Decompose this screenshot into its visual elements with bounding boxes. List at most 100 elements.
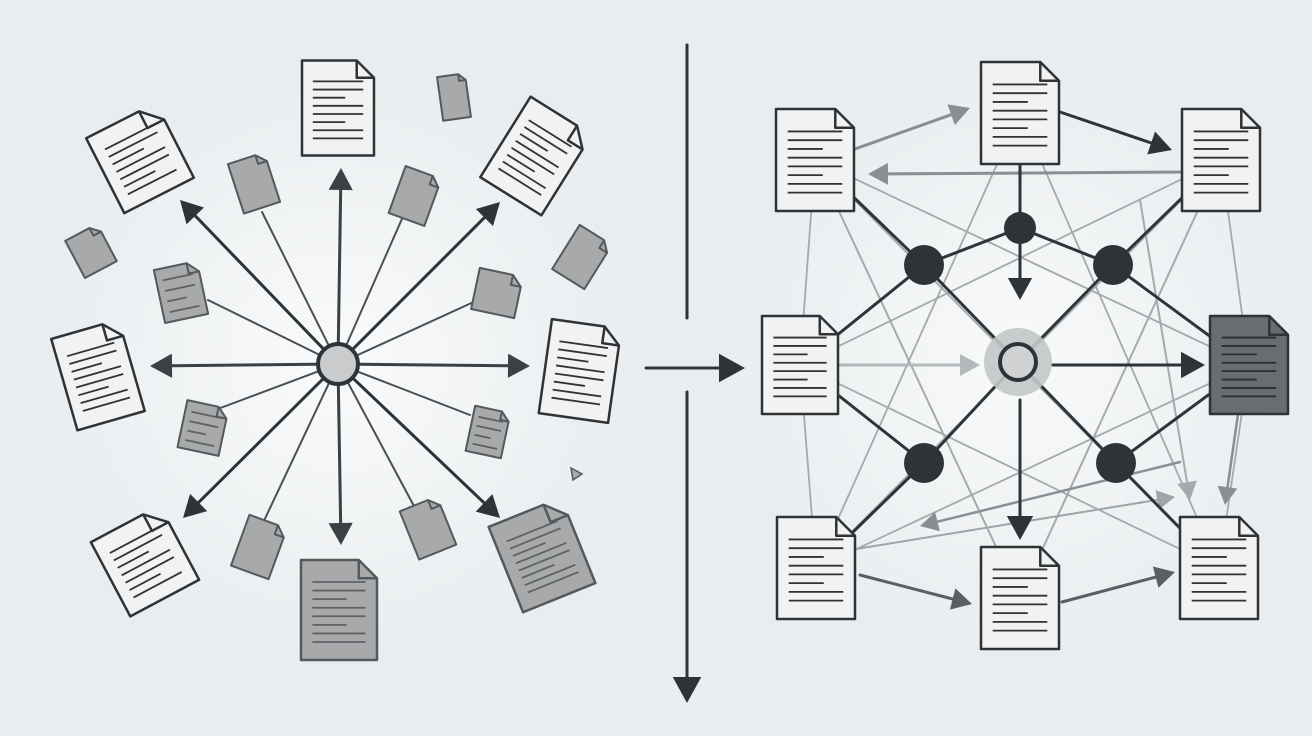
right-main-arrow-head [1006,516,1034,540]
left-document-icon-sheet [152,262,210,324]
left-document-icon-text-line [554,372,604,382]
left-document-icon-text-line [129,572,161,591]
left-document-icon-text-line [125,556,175,584]
left-document-icon-text-line [476,424,502,432]
left-document-icon [152,262,210,324]
left-spoke-arrow-head [328,522,353,545]
left-document-icon-sheet [299,558,379,662]
left-document-icon-sheet [176,399,228,457]
left-spoke-arrow-head [507,353,530,378]
left-document-icon-text-line [189,420,219,429]
right-link-arrow [1139,199,1189,484]
left-document-icon [176,399,228,457]
left-fragment-icon [570,466,584,482]
right-document-icon-highlighted-fold [1268,316,1288,336]
right-relay-node [904,245,944,285]
left-document-icon-fold [426,499,441,510]
left-document-icon [299,558,379,662]
left-spoke-arrow-head [475,494,500,518]
right-document-icon-fold [1240,109,1260,129]
right-document-icon-sheet [979,60,1061,166]
left-document-icon-sheet [300,59,376,157]
left-document-icon-text-line [187,429,207,436]
right-mesh-line [814,159,1021,599]
left-document-icon-text-line [515,541,567,565]
right-main-arrow-head [1007,278,1033,300]
right-mesh-line [1019,159,1222,599]
right-document-icon-fold [834,109,854,129]
left-document-icon-text-line [506,153,536,173]
left-document-icon-text-line [528,119,572,148]
left-document-icon-sheet [84,110,196,215]
left-document-icon-text-line [108,131,158,158]
left-document-icon [84,110,196,215]
left-document-icon-text-line [557,356,589,363]
left-document-icon-sheet [398,498,458,561]
right-link-arrow-head [1217,485,1238,505]
left-document-icon-fold [357,560,377,580]
left-spoke-arrow-head [475,202,500,227]
left-document-icon [64,227,118,279]
right-link-arrow [936,460,1182,523]
left-document-icon-fold [428,175,439,189]
left-spoke-line [357,370,471,416]
left-document-icon-text-line [509,527,561,550]
right-relay-node [1004,212,1036,244]
left-document-icon-sheet [487,503,597,614]
left-spoke-arrow-head [183,493,208,518]
right-document-icon-highlighted [1208,314,1290,416]
left-document-icon-text-line [133,571,183,599]
right-document-icon-fold [1039,62,1059,82]
document-layer [50,59,1290,662]
right-link-arrow-head [1177,480,1197,500]
right-link-arrow [849,498,1159,551]
right-document-icon-sheet [979,545,1061,651]
left-document-icon-sheet [229,513,285,581]
left-spoke-line [207,299,320,356]
right-document-icon-sheet [760,314,840,416]
right-link-arrow [886,170,1192,176]
left-document-icon-text-line [71,362,103,373]
left-document-icon-fold [273,524,285,539]
left-document-icon-text-line [498,167,542,196]
left-spoke-arrow [197,378,324,504]
left-document-icon-text-line [474,433,491,440]
left-document-icon-text-line [559,340,609,349]
left-document-icon-text-line [518,549,570,572]
left-document-icon-text-line [191,410,221,419]
left-document-icon-sheet [50,323,146,432]
left-document-icon-text-line [519,133,549,152]
divider-arrows [644,43,745,703]
left-document-icon-text-line [112,147,145,166]
left-document-icon [479,95,584,217]
left-spoke-line [261,211,330,346]
left-document-icon-text-line [66,341,115,358]
left-document-icon-text-line [82,396,131,412]
right-mesh-line [815,364,1250,569]
node-layer [316,212,1136,483]
left-document-icon-text-line [555,364,605,374]
left-document-icon-text-line [123,170,156,188]
left-document-icon-text-line [167,296,187,303]
right-mesh-line [814,159,1250,366]
left-document-icon-sheet [387,165,440,227]
right-document-icon-fold [818,316,838,336]
left-document-icon [387,165,440,227]
right-document-icon-sheet [774,107,856,213]
left-document-icon [537,317,621,425]
right-main-arrow-head [1181,351,1205,379]
right-document-icon [774,107,856,213]
right-document-icon-fold [835,517,855,537]
left-document-icon-text-line [69,349,117,365]
left-document-icon-text-line [121,548,171,577]
divider-arrow-down-head [672,677,702,703]
right-link-arrow-head [949,588,972,610]
left-document-icon-text-line [119,153,170,181]
left-document-icon-sheet [470,266,522,320]
left-document-icon-text-line [109,526,159,554]
right-relay-node [1096,443,1136,483]
left-document-icon-text-line [117,550,150,569]
left-spoke-line [357,299,479,356]
left-document-icon-text-line [524,563,576,587]
left-document-icon-fold [509,274,521,288]
